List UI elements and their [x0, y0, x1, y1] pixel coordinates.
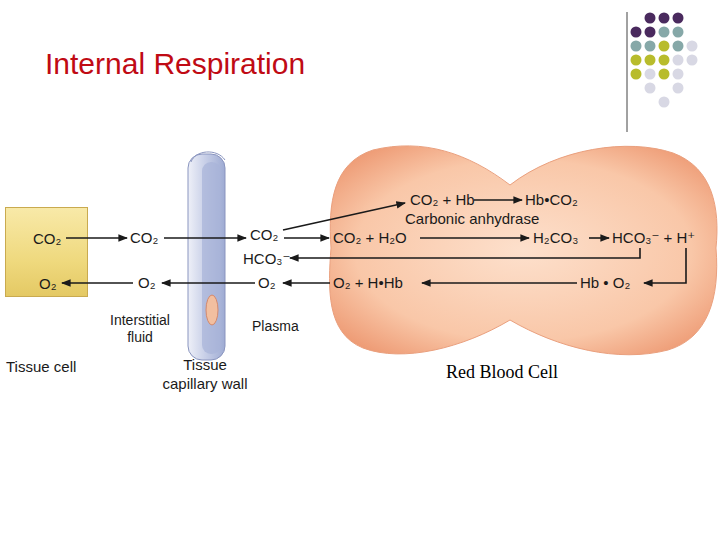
diffusion-arrow [284, 237, 329, 239]
cell-membrane [330, 146, 717, 355]
dot-pattern [631, 13, 698, 108]
chemical-formula: CO₂ [130, 229, 158, 247]
node-caption: Tissue capillary wall [155, 355, 255, 393]
red-blood-cell: CO₂ + Hb Hb•CO₂Carbonic anhydraseCO₂ + H₂… [328, 138, 718, 383]
chemical-formula: HCO₃⁻ [243, 250, 290, 268]
dot [673, 69, 684, 80]
slide-title: Internal Respiration [45, 46, 305, 82]
dot [687, 55, 698, 66]
dot [645, 83, 656, 94]
chemical-formula: H₂CO₃ [533, 229, 578, 247]
dot [659, 69, 670, 80]
dot [659, 41, 670, 52]
endothelial-nucleus [206, 295, 218, 325]
chemical-formula: O₂ [138, 274, 156, 292]
dot [659, 55, 670, 66]
chemical-formula: CO₂ + H₂O [333, 229, 407, 247]
dot [659, 97, 670, 108]
chemical-formula: CO₂ [33, 230, 61, 248]
red-blood-cell-outline [328, 138, 718, 383]
chemical-formula: O₂ [258, 274, 276, 292]
dot [673, 55, 684, 66]
chemical-formula: O₂ + H•Hb [333, 274, 403, 292]
chemical-formula: O₂ [39, 275, 57, 293]
capillary-lumen [202, 162, 221, 354]
dot [645, 13, 656, 24]
dot [645, 69, 656, 80]
divider-line [627, 12, 628, 132]
dot [631, 69, 642, 80]
dot [645, 55, 656, 66]
chemical-formula: Hb • O₂ [580, 274, 630, 292]
capillary-tube [188, 154, 225, 360]
node-caption: Tissue cell [6, 358, 76, 376]
dot [673, 83, 684, 94]
dot [631, 55, 642, 66]
dot [673, 27, 684, 38]
dot [687, 41, 698, 52]
chemical-formula: HCO₃⁻ + H⁺ [612, 229, 695, 247]
region-label: Interstitial fluid [100, 312, 180, 346]
capillary-top-fold [191, 152, 225, 162]
chemical-formula: CO₂ [250, 226, 278, 244]
capillary-wall: Tissue capillary wall [155, 150, 255, 395]
dot [659, 13, 670, 24]
chemical-formula: Hb•CO₂ [525, 191, 578, 209]
chemical-formula: CO₂ + Hb [410, 191, 475, 209]
tissue-cell-box: CO₂O₂Tissue cell [5, 207, 88, 297]
enzyme-label: Carbonic anhydrase [405, 210, 539, 228]
region-label: Plasma [252, 318, 299, 335]
dot [631, 27, 642, 38]
dot [631, 41, 642, 52]
dot [645, 27, 656, 38]
dot [645, 41, 656, 52]
diffusion-arrow [283, 282, 330, 284]
dot [673, 13, 684, 24]
dot [659, 27, 670, 38]
dot [673, 41, 684, 52]
node-caption: Red Blood Cell [446, 361, 558, 383]
